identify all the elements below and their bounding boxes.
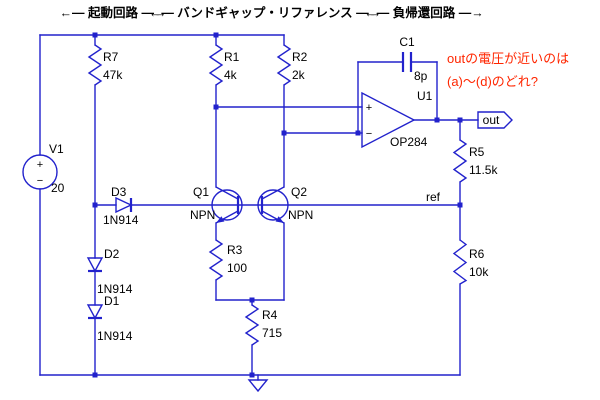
label-r2-ref: R2 bbox=[292, 50, 308, 64]
resistor-r6 bbox=[452, 239, 468, 285]
label-r1-ref: R1 bbox=[224, 50, 240, 64]
label-d2-ref: D2 bbox=[104, 247, 120, 261]
label-q2-ref: Q2 bbox=[291, 185, 307, 199]
section-labels: ←― 起動回路 ―→ ←― バンドギャップ・リファレンス ―→ ←― 負帰還回路… bbox=[60, 5, 484, 20]
label-r7-ref: R7 bbox=[103, 50, 119, 64]
v1-plus-sign: + bbox=[37, 159, 43, 171]
label-r1-value: 4k bbox=[224, 68, 238, 82]
label-r3-value: 100 bbox=[227, 261, 247, 275]
question-text: outの電圧が近いのは (a)〜(d)のどれ? bbox=[447, 51, 569, 89]
label-r2-value: 2k bbox=[292, 68, 306, 82]
label-ref-net: ref bbox=[426, 190, 441, 204]
label-d1-value: 1N914 bbox=[97, 329, 133, 343]
label-q1-type: NPN bbox=[190, 208, 215, 222]
label-r6-ref: R6 bbox=[469, 247, 485, 261]
resistor-r1 bbox=[208, 44, 224, 86]
label-q2-type: NPN bbox=[288, 208, 313, 222]
label-c1-value: 8p bbox=[414, 69, 428, 83]
resistor-r4 bbox=[244, 304, 260, 346]
label-r5-ref: R5 bbox=[469, 145, 485, 159]
label-r4-ref: R4 bbox=[262, 308, 278, 322]
resistor-r7 bbox=[87, 44, 103, 86]
label-r7-value: 47k bbox=[103, 68, 123, 82]
label-r5-value: 11.5k bbox=[469, 163, 498, 177]
junction-dots bbox=[92, 32, 463, 378]
label-r3-ref: R3 bbox=[227, 243, 243, 257]
capacitor-c1 bbox=[401, 52, 413, 72]
label-r4-value: 715 bbox=[262, 326, 282, 340]
v1-minus-sign: − bbox=[37, 175, 43, 187]
diode-d1 bbox=[86, 304, 104, 320]
wires bbox=[39, 34, 479, 376]
question-line-1: outの電圧が近いのは bbox=[447, 51, 569, 66]
transistor-q2 bbox=[257, 186, 289, 224]
opamp-u1: + − bbox=[361, 91, 416, 149]
label-d3-ref: D3 bbox=[111, 185, 127, 199]
question-line-2: (a)〜(d)のどれ? bbox=[447, 74, 538, 89]
section-label-bandgap: ←― バンドギャップ・リファレンス ―→ bbox=[149, 5, 381, 20]
resistor-r2 bbox=[276, 44, 292, 86]
transistor-q1 bbox=[211, 186, 243, 224]
label-v1-ref: V1 bbox=[49, 142, 64, 156]
ground-symbol bbox=[247, 374, 269, 393]
resistor-r3 bbox=[208, 239, 224, 281]
diode-d2 bbox=[86, 257, 104, 273]
label-d1-ref: D1 bbox=[104, 294, 120, 308]
label-q1-ref: Q1 bbox=[193, 185, 209, 199]
component-labels: V1 20 R7 47k R1 4k R2 2k C1 8p U1 OP284 … bbox=[49, 35, 498, 343]
out-net-label: out bbox=[483, 113, 500, 127]
label-c1-ref: C1 bbox=[399, 35, 415, 49]
opamp-minus-input-label: − bbox=[366, 128, 372, 140]
label-d2-value: 1N914 bbox=[97, 282, 133, 296]
resistor-r5 bbox=[452, 139, 468, 183]
section-label-startup: ←― 起動回路 ―→ bbox=[60, 5, 167, 20]
label-v1-value: 20 bbox=[51, 181, 65, 195]
label-r6-value: 10k bbox=[469, 265, 489, 279]
out-net-flag: out bbox=[477, 111, 513, 129]
voltage-source-v1: + − bbox=[22, 154, 58, 190]
section-label-feedback: ←― 負帰還回路 ―→ bbox=[364, 5, 483, 20]
label-u1-ref: U1 bbox=[417, 89, 433, 103]
opamp-plus-input-label: + bbox=[366, 102, 372, 114]
label-d3-value: 1N914 bbox=[103, 213, 139, 227]
label-u1-part: OP284 bbox=[390, 135, 428, 149]
diode-d3 bbox=[94, 196, 133, 214]
